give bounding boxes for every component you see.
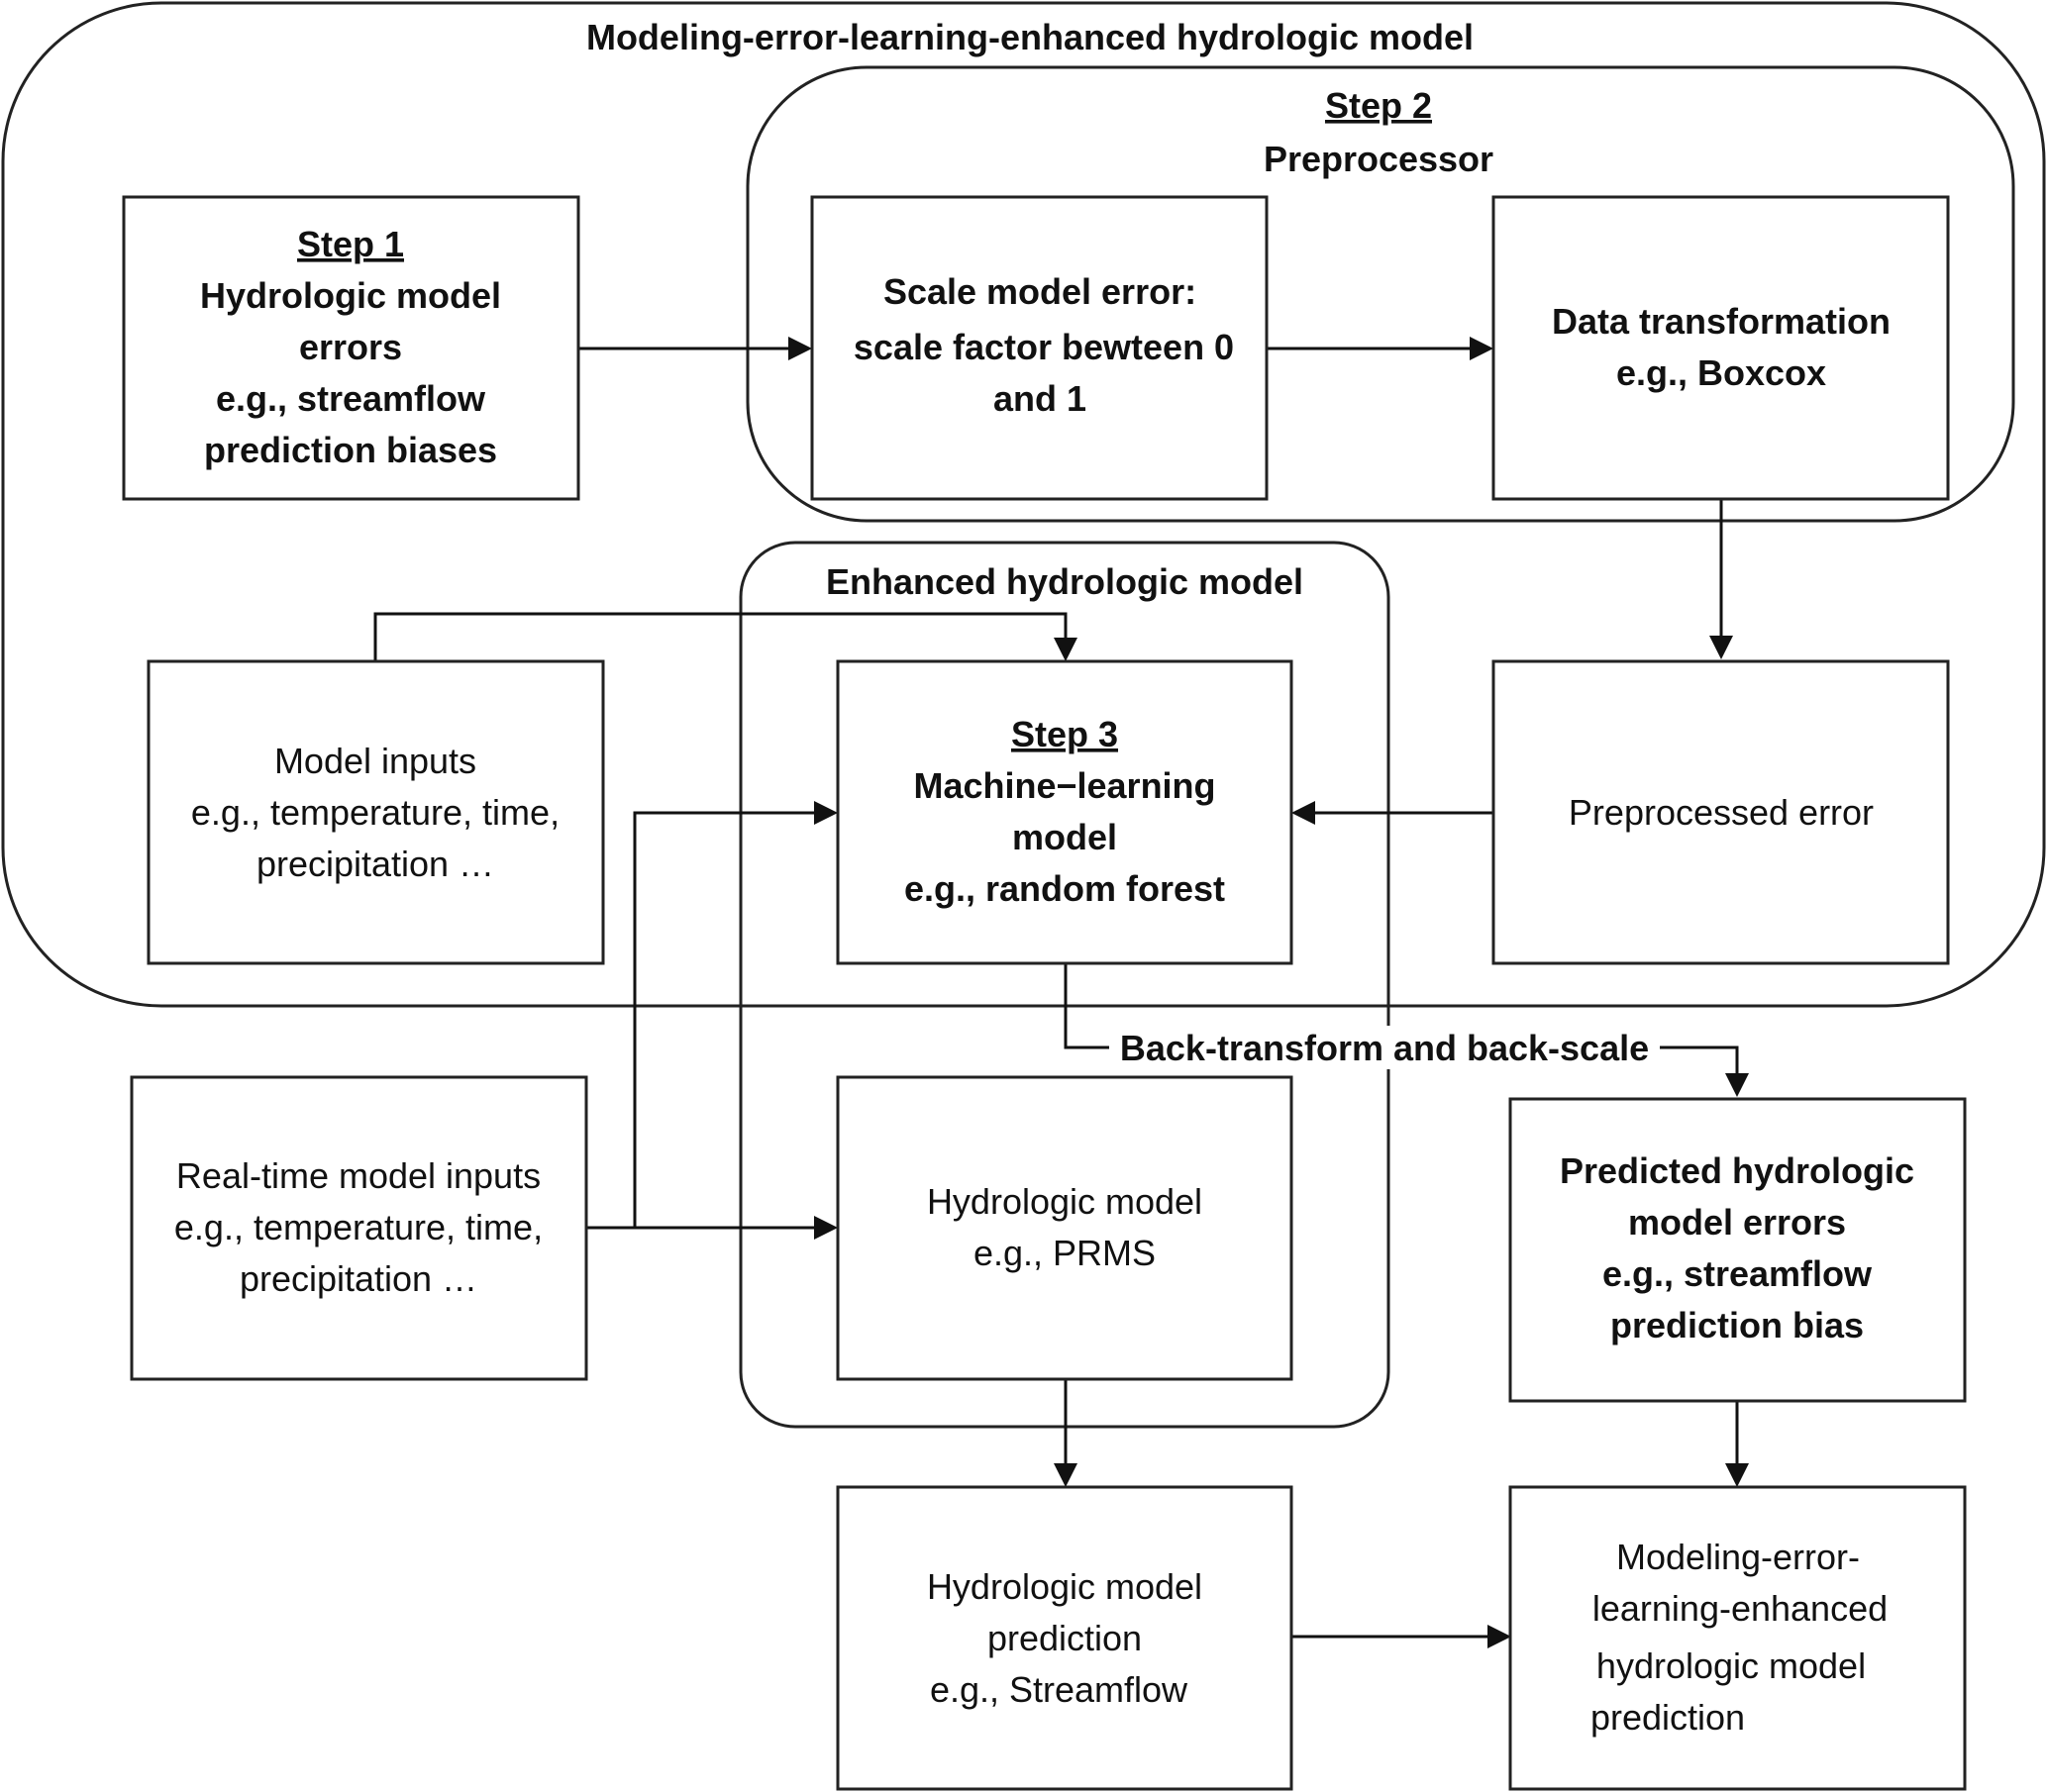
edge-inputs-to-ml: [373, 612, 1068, 661]
arrowhead-final-left: [1487, 1625, 1511, 1648]
enhanced-prediction-line-1: Modeling-error-: [1616, 1537, 1860, 1577]
realtime-inputs-line-3: precipitation …: [240, 1258, 477, 1299]
step2-group-frame: [746, 65, 2015, 523]
hydrologic-model-line-2: e.g., PRMS: [973, 1233, 1156, 1273]
step1-heading: Step 1: [297, 224, 404, 264]
enhanced-model-group-title: Enhanced hydrologic model: [826, 561, 1303, 602]
enhanced-prediction-line-2: learning-enhanced: [1592, 1588, 1888, 1629]
data-transformation-line-1: Data transformation: [1552, 301, 1891, 342]
predicted-errors-line-1: Predicted hydrologic: [1560, 1150, 1914, 1191]
realtime-inputs-line-2: e.g., temperature, time,: [174, 1207, 543, 1247]
preprocessed-error-box: [1491, 659, 1950, 965]
step2-group-subtitle: Preprocessor: [1264, 139, 1493, 179]
step1-line-3: e.g., streamflow: [216, 378, 486, 419]
outer-group-frame: [1, 1, 2046, 1008]
arrowhead-hydro: [814, 1216, 838, 1240]
arrowhead-ml-left: [814, 801, 838, 825]
model-inputs-line-2: e.g., temperature, time,: [191, 792, 560, 833]
model-inputs-line-3: precipitation …: [256, 844, 494, 884]
model-inputs-box: [147, 659, 605, 965]
arrowhead-prediction: [1054, 1463, 1077, 1487]
edge-ml-to-predicted-errors: [1064, 964, 1109, 1049]
hydrologic-model-box: [836, 1075, 1293, 1381]
hydrologic-prediction-line-1: Hydrologic model: [927, 1566, 1202, 1607]
edge-realtime-to-ml: [633, 811, 814, 1228]
ml-model-heading: Step 3: [1011, 714, 1118, 754]
predicted-errors-line-4: prediction bias: [1610, 1305, 1864, 1345]
ml-model-box: [836, 659, 1293, 965]
arrowhead-transform: [1470, 337, 1493, 360]
data-transformation-box: [1491, 195, 1950, 501]
arrowhead-ml-top: [1054, 638, 1077, 661]
arrowhead-ml-right: [1291, 801, 1315, 825]
realtime-inputs-line-1: Real-time model inputs: [176, 1155, 541, 1196]
hydrologic-prediction-line-2: prediction: [987, 1618, 1142, 1658]
ml-model-line-1: Machine−learning: [913, 765, 1215, 806]
step1-line-1: Hydrologic model: [200, 275, 501, 316]
ml-model-line-3: e.g., random forest: [904, 868, 1225, 909]
step1-line-4: prediction biases: [204, 430, 497, 470]
enhanced-prediction-box: [1508, 1485, 1967, 1791]
back-transform-label: Back-transform and back-scale: [1120, 1028, 1649, 1068]
hydrologic-model-line-1: Hydrologic model: [927, 1181, 1202, 1222]
scale-error-line-1: Scale model error:: [883, 271, 1196, 312]
step1-box: [122, 195, 580, 501]
arrowhead-final-top: [1725, 1463, 1749, 1487]
hydrologic-prediction-line-3: e.g., Streamflow: [930, 1669, 1188, 1710]
realtime-inputs-box: [130, 1075, 588, 1381]
predicted-errors-line-3: e.g., streamflow: [1602, 1253, 1873, 1294]
enhanced-prediction-line-3: hydrologic model: [1596, 1645, 1866, 1686]
enhanced-prediction-line-4: prediction: [1590, 1697, 1745, 1738]
predicted-errors-line-2: model errors: [1628, 1202, 1846, 1243]
step2-group-title: Step 2: [1325, 85, 1432, 126]
preprocessed-error-line-1: Preprocessed error: [1569, 792, 1874, 833]
step1-line-2: errors: [299, 327, 402, 367]
ml-model-line-2: model: [1012, 817, 1117, 857]
arrowhead-predicted-errors: [1725, 1073, 1749, 1097]
scale-error-line-3: and 1: [993, 378, 1086, 419]
outer-group-title: Modeling-error-learning-enhanced hydrolo…: [586, 17, 1474, 57]
arrowhead-scale: [788, 337, 812, 360]
predicted-errors-box: [1508, 1097, 1967, 1403]
model-inputs-line-1: Model inputs: [274, 741, 476, 781]
back-transform-label-bg: [1109, 1026, 1660, 1069]
scale-error-box: [810, 195, 1269, 501]
edge-ml-to-predicted-errors-tail: [1660, 1045, 1739, 1073]
data-transformation-line-2: e.g., Boxcox: [1616, 352, 1826, 393]
arrowhead-preprocessed: [1709, 636, 1733, 659]
scale-error-line-2: scale factor bewteen 0: [854, 327, 1234, 367]
hydrologic-prediction-box: [836, 1485, 1293, 1791]
